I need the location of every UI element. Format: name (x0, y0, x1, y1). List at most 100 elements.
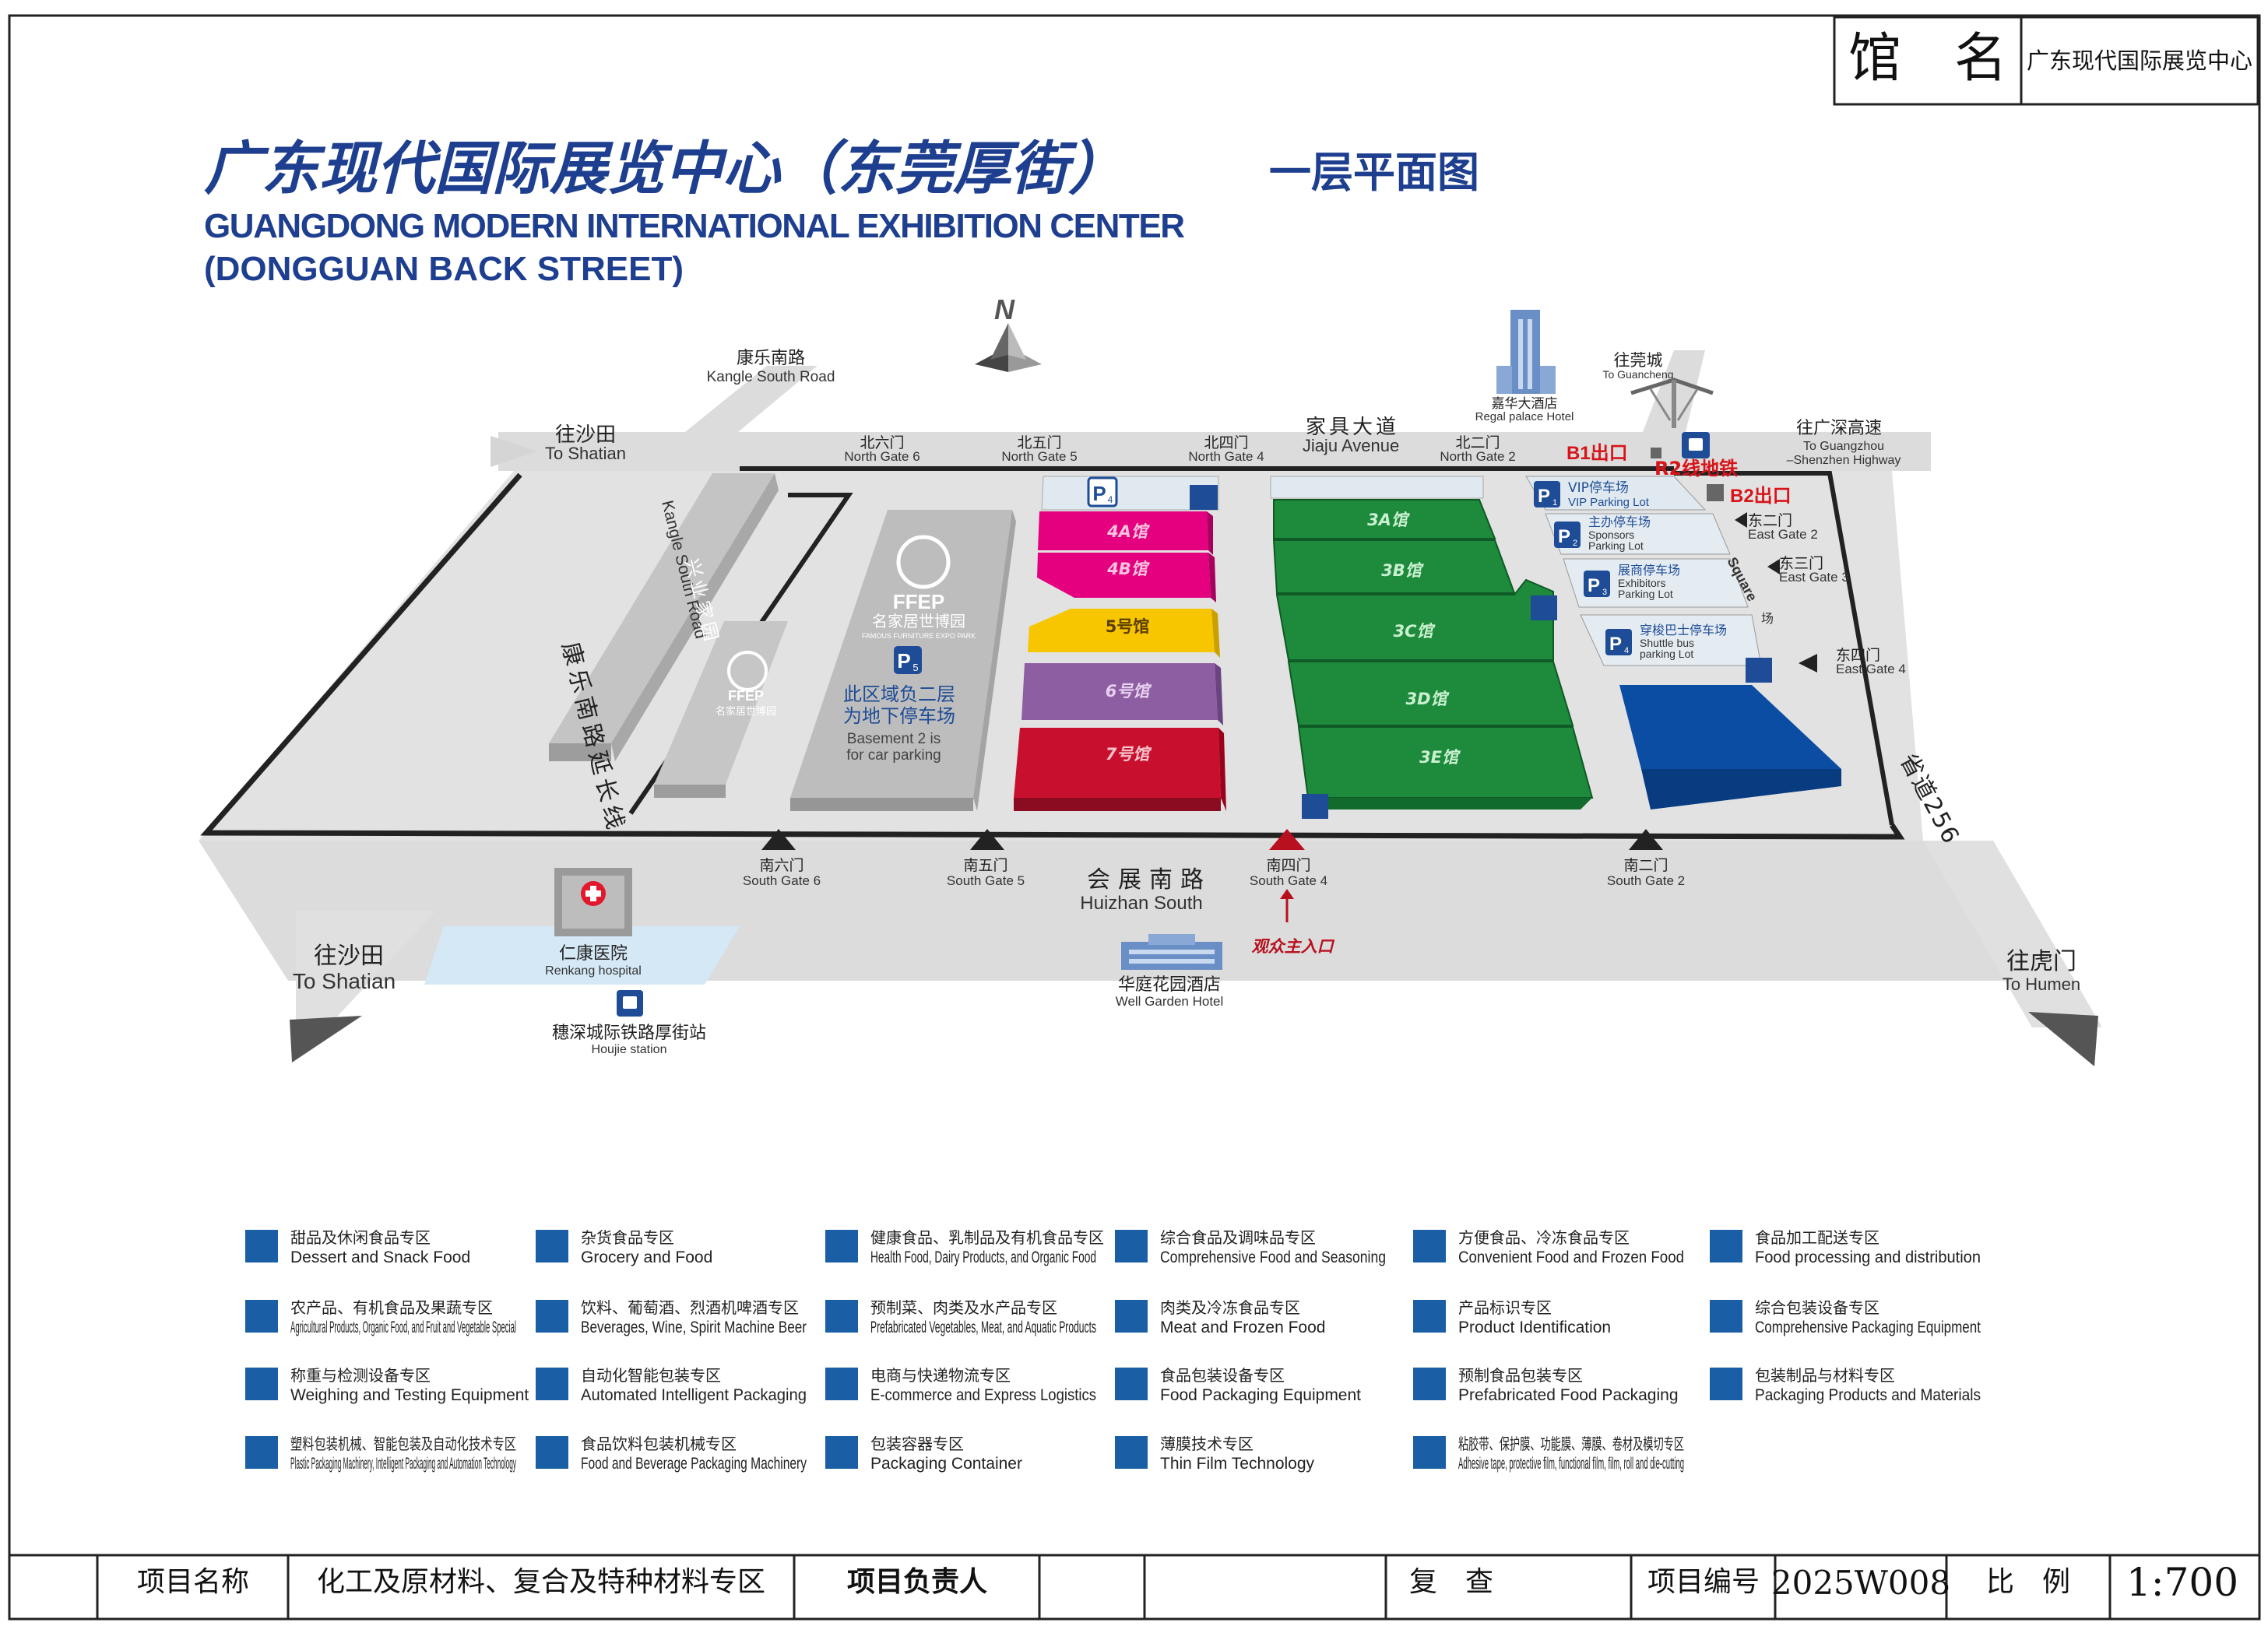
svg-text:P: P (1538, 486, 1550, 507)
legend-en: Agricultural Products, Organic Food, and… (290, 1319, 516, 1336)
legend-swatch (1115, 1368, 1148, 1400)
road-jiaju-cn: 家具大道 (1306, 416, 1399, 439)
legend-swatch (1115, 1436, 1148, 1469)
legend-swatch (825, 1300, 858, 1333)
ffep-small-subtitle: 名家居世博园 (716, 705, 776, 718)
legend-swatch (245, 1300, 278, 1333)
parking-p3-en2: Parking Lot (1618, 588, 1673, 600)
svg-text:P: P (1588, 575, 1600, 596)
legend-cn: 甜品及休闲食品专区 (290, 1228, 431, 1247)
legend-cn: 预制菜、肉类及水产品专区 (870, 1298, 1057, 1317)
legend-en: Comprehensive Food and Seasoning (1160, 1248, 1386, 1266)
gate-n2-cn: 北二门 (1455, 434, 1500, 451)
basement-en-1: Basement 2 is (847, 731, 941, 747)
hospital-icon (554, 868, 632, 936)
houjie-cn: 穗深城际铁路厚街站 (552, 1024, 706, 1043)
gate-markers-east: 东二门 East Gate 2 东三门 East Gate 3 东四门 East… (1735, 512, 1906, 676)
north-compass-icon: N (975, 293, 1042, 372)
parking-p4: P 4 穿梭巴士停车场 Shuttle bus parking Lot (1605, 623, 1727, 660)
gate-s6-cn: 南六门 (759, 857, 803, 874)
regal-hotel-cn: 嘉华大酒店 (1492, 396, 1558, 412)
legend-cn: 饮料、葡萄酒、烈酒机啤酒专区 (581, 1298, 799, 1317)
parking-p2: P 2 主办停车场 Sponsors Parking Lot (1554, 514, 1651, 552)
road-shatian-top-en: To Shatian (545, 444, 626, 463)
gate-s6-en: South Gate 6 (743, 873, 821, 888)
gate-n4-en: North Gate 4 (1188, 449, 1264, 464)
legend-cn: 健康食品、乳制品及有机食品专区 (870, 1228, 1104, 1247)
ffep-main-subtitle: 名家居世博园 (872, 612, 965, 630)
legend-cn: 肉类及冷冻食品专区 (1160, 1298, 1300, 1317)
parking-p2-en2: Parking Lot (1588, 539, 1644, 552)
legend-en: Convenient Food and Frozen Food (1458, 1248, 1684, 1266)
gate-s4-en: South Gate 4 (1250, 873, 1327, 888)
legend-cn: 农产品、有机食品及果蔬专区 (290, 1298, 493, 1317)
legend-cn: 包装容器专区 (870, 1435, 964, 1453)
legend-swatch (1413, 1436, 1446, 1469)
hall-3b-label: 3B馆 (1381, 561, 1425, 580)
road-humen-en: To Humen (2003, 975, 2080, 994)
svg-text:P: P (1609, 634, 1622, 655)
legend-en: E-commerce and Express Logistics (870, 1386, 1096, 1404)
svg-text:P: P (1558, 526, 1570, 547)
hall-3a-label: 3A馆 (1367, 511, 1411, 529)
parking-p2-en1: Sponsors (1588, 529, 1634, 541)
parking-p5-icon: P 5 (894, 646, 922, 674)
road-shatian-bottom-cn: 往沙田 (314, 943, 384, 970)
square-cn: 场 (1761, 611, 1774, 626)
compass-letter: N (994, 293, 1015, 325)
gate-e4-en: East Gate 4 (1836, 662, 1906, 676)
svg-text:4: 4 (1108, 494, 1113, 505)
review-label: 复 查 (1409, 1566, 1493, 1598)
legend-swatch (1115, 1230, 1148, 1263)
hall-block-3: 3A馆 3B馆 3C馆 3D馆 3E馆 (1270, 476, 1594, 819)
well-garden-en: Well Garden Hotel (1116, 994, 1224, 1009)
houjie-en: Houjie station (592, 1043, 667, 1056)
project-number-label: 项目编号 (1647, 1566, 1760, 1598)
legend-swatch (536, 1436, 568, 1469)
loading-dock-icon-east (1746, 658, 1772, 683)
gate-s4-cn: 南四门 (1266, 857, 1310, 874)
legend-en: Health Food, Dairy Products, and Organic… (870, 1248, 1096, 1266)
regal-hotel-en: Regal palace Hotel (1475, 410, 1574, 423)
legend-cn: 粘胶带、保护膜、功能膜、薄膜、卷材及模切专区 (1458, 1435, 1684, 1453)
road-network (199, 350, 2102, 1066)
road-huizhan-cn: 会展南路 (1087, 866, 1211, 894)
well-garden-hotel-icon (1121, 934, 1222, 970)
venue-name-box: 馆 名 广东现代国际展览中心 (1833, 16, 2259, 106)
metro-area: B1出口 R2线地铁 B2出口 (1567, 378, 1792, 507)
hall-block-4-7: P 4 4A馆 4B馆 5号馆 6号馆 7号馆 (1014, 476, 1226, 811)
legend-en: Prefabricated Food Packaging (1458, 1386, 1679, 1404)
hall-6-label: 6号馆 (1106, 682, 1153, 701)
gate-s2-en: South Gate 2 (1607, 873, 1685, 888)
gate-e2-en: East Gate 2 (1748, 527, 1818, 542)
legend-en: Adhesive tape, protective film, function… (1458, 1455, 1684, 1473)
parking-p4-cn: 穿梭巴士停车场 (1640, 623, 1727, 637)
legend-item: 粘胶带、保护膜、功能膜、薄膜、卷材及模切专区 Adhesive tape, pro… (1413, 1435, 1684, 1473)
legend-en: Food Packaging Equipment (1160, 1386, 1361, 1404)
legend-cn: 自动化智能包装专区 (581, 1366, 721, 1385)
gate-n2-en: North Gate 2 (1440, 449, 1515, 464)
legend-en: Prefabricated Vegetables, Meat, and Aqua… (870, 1319, 1096, 1336)
road-huizhan-en: Huizhan South (1080, 893, 1202, 914)
road-guancheng-cn: 往莞城 (1614, 351, 1663, 370)
gate-s2-cn: 南二门 (1623, 857, 1668, 874)
metro-b2: B2出口 (1730, 486, 1792, 507)
project-number-value: 2025W008 (1771, 1564, 1950, 1602)
legend-cn: 食品包装设备专区 (1160, 1366, 1285, 1385)
legend-cn: 预制食品包装专区 (1458, 1366, 1583, 1385)
road-kangle-en: Kangle South Road (707, 369, 835, 385)
parking-p4-en2: parking Lot (1640, 648, 1693, 660)
title-cn-suffix: 一层平面图 (1269, 148, 1479, 197)
